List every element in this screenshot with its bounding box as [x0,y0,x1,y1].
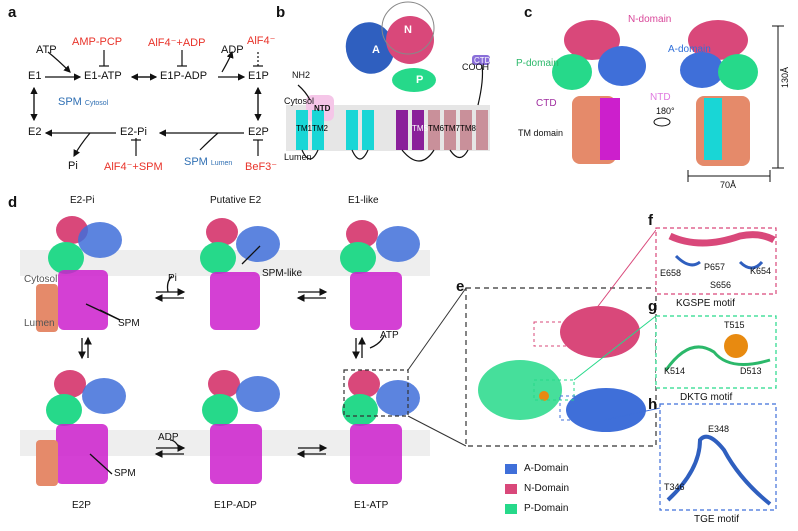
panel-b-lumen: Lumen [284,152,312,162]
panel-c-ctd: CTD [536,98,557,109]
panel-label-e: e [456,278,465,295]
panel-b-domain-n: N [404,24,412,36]
panel-g-motif: DKTG motif [680,392,733,403]
structure-e2p [36,370,126,486]
panel-a-e2-pi: E2-Pi [120,126,147,138]
panel-a-spm-lumen: SPM Lumen [184,156,232,168]
panel-c-ntd: NTD [650,92,671,103]
tm7: TM7 [444,124,460,133]
lumen-subscript: Lumen [210,160,233,167]
panel-a-bef3: BeF3⁻ [245,161,278,173]
panel-c-width: 70Å [720,180,737,190]
spm-text: SPM [184,156,208,168]
legend-label-p: P-Domain [524,503,569,514]
panel-label-d: d [8,194,18,211]
panel-a-e1: E1 [28,70,42,82]
panel-h-t346: T346 [664,482,685,492]
panel-label-h: h [648,396,658,413]
panel-d-e1-atp: E1-ATP [354,500,389,511]
panel-g-t515: T515 [724,320,745,330]
panel-f-motif: KGSPE motif [676,298,735,309]
structure-e1-like [340,220,420,330]
panel-d-spm-top: SPM [118,318,140,329]
panel-d-atp: ATP [380,330,399,341]
spm-text: SPM [58,96,82,108]
panel-d-spm-bottom: SPM [114,468,136,479]
panel-b-cytosol: Cytosol [284,96,315,106]
panel-d-e1p-adp: E1P-ADP [214,500,257,511]
structure-putative-e2 [200,218,280,330]
legend-label-a: A-Domain [524,463,569,474]
panel-b-cooh: COOH [462,62,489,72]
panel-a-atp: ATP [36,44,57,56]
panel-a-e2: E2 [28,126,42,138]
panel-a-alf4: AlF4⁻ [247,35,276,47]
panel-label-g: g [648,298,658,315]
panel-label-a: a [8,4,17,21]
panel-d-e2-pi: E2-Pi [70,195,95,206]
panel-a-amp-pcp: AMP-PCP [72,36,123,48]
tm5: TM5 [412,124,428,133]
panel-c-a-domain: A-domain [668,44,711,55]
structure-e2-pi [36,216,122,332]
panel-d-lumen: Lumen [24,318,55,329]
panel-b-ntd: NTD [314,104,331,113]
panel-h-motif: TGE motif [694,514,740,525]
structure-e1p-adp [202,370,280,484]
structure-e1-atp [342,370,420,484]
legend-label-n: N-Domain [524,483,570,494]
panel-d-putative-e2: Putative E2 [210,195,262,206]
tm-bars [296,110,488,150]
panel-g-d513: D513 [740,366,762,376]
panel-f-p657: P657 [704,262,726,272]
panel-label-f: f [648,212,653,229]
panel-a-alf4-spm: AlF4⁻+SPM [104,161,163,173]
panel-b-domain-a: A [372,44,380,56]
panel-b-ctd: CTD [474,56,491,65]
panel-label-b: b [276,4,286,21]
panel-a-e1p-adp: E1P-ADP [160,70,208,82]
panel-d-adp: ADP [158,432,179,443]
tm1: TM1 [296,124,312,133]
panel-a-e1p: E1P [248,70,269,82]
panel-c-n-domain: N-domain [628,14,672,25]
panel-f-e658: E658 [660,268,682,278]
legend-swatch-a [505,464,517,474]
panel-d-pi: Pi [168,273,177,284]
cytosol-subscript: Cytosol [84,100,109,107]
tm8: TM8 [460,124,476,133]
panel-g-k514: K514 [664,366,686,376]
panel-a-spm-cytosol: SPM Cytosol [58,96,108,108]
panel-h-e348: E348 [708,424,730,434]
legend-swatch-n [505,484,517,494]
panel-b-domain-p: P [416,74,424,86]
panel-d-spm-like: SPM-like [262,268,303,279]
legend-swatch-p [505,504,517,514]
panel-d-e2p: E2P [72,500,91,511]
panel-label-c: c [524,4,533,21]
panel-a-e2p: E2P [248,126,269,138]
tm2: TM2 [312,124,328,133]
panel-d-cytosol: Cytosol [24,274,58,285]
panel-f-k654: K654 [750,266,772,276]
panel-c-p-domain: P-domain [516,58,559,69]
panel-f-s656: S656 [710,280,732,290]
tm6: TM6 [428,124,444,133]
panel-b-nh2: NH2 [292,70,311,80]
panel-a-alf4-adp: AlF4⁻+ADP [148,37,206,49]
panel-a-adp: ADP [221,44,244,56]
panel-a-pi: Pi [68,160,78,172]
panel-c-tm-domain: TM domain [518,128,564,138]
panel-a-e1-atp: E1-ATP [84,70,122,82]
panel-c-rotation: 180° [656,106,675,116]
panel-d-e1-like: E1-like [348,195,379,206]
